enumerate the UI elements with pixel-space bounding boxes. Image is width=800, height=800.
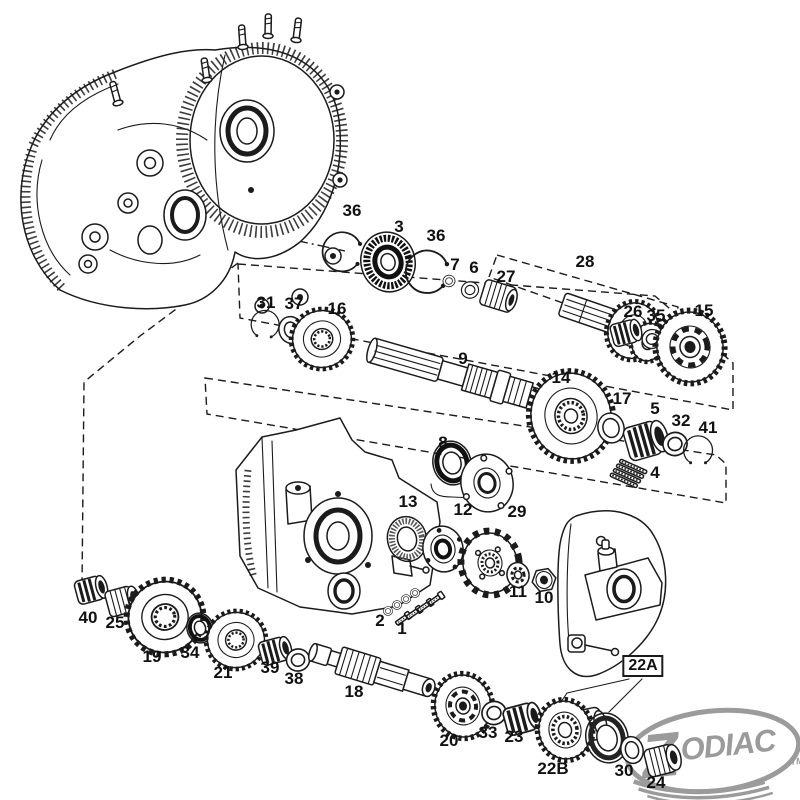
part-10-nut	[531, 567, 557, 593]
part-40-roller-bearing	[71, 572, 112, 607]
part-11-lock-washer	[506, 561, 530, 589]
part-22a-ring	[584, 712, 630, 764]
zodiac-logo-tm: TM	[790, 756, 800, 767]
part-24-splined-bushing	[643, 743, 682, 778]
part-17-thrust-washer	[597, 412, 625, 444]
part-27-splined-bushing	[479, 279, 518, 313]
part-18-countershaft	[307, 642, 436, 698]
part-3-ball-bearing	[360, 231, 416, 293]
zodiac-logo-text: ODIAC	[679, 722, 779, 767]
gearbox-case-drawing	[235, 417, 441, 615]
part-9-mainshaft	[366, 337, 552, 410]
part-21-gear	[201, 605, 272, 674]
part-12-retainer-plate	[460, 453, 514, 513]
part-29-sprocket	[457, 527, 523, 599]
part-30-o-ring	[620, 735, 644, 765]
part-8-oil-seal	[432, 440, 472, 486]
crankcase-drawing	[20, 13, 348, 314]
part-4-bearing-rollers	[609, 458, 648, 489]
part-12b-seal-flange	[422, 525, 464, 573]
part-13-gasket	[386, 515, 428, 563]
part-5-roller-bearing	[622, 419, 670, 462]
part-15-gear	[652, 307, 728, 387]
part-22b-clutch-gear	[534, 696, 608, 764]
part-16-gear	[285, 303, 359, 376]
side-cover-drawing	[557, 510, 667, 678]
